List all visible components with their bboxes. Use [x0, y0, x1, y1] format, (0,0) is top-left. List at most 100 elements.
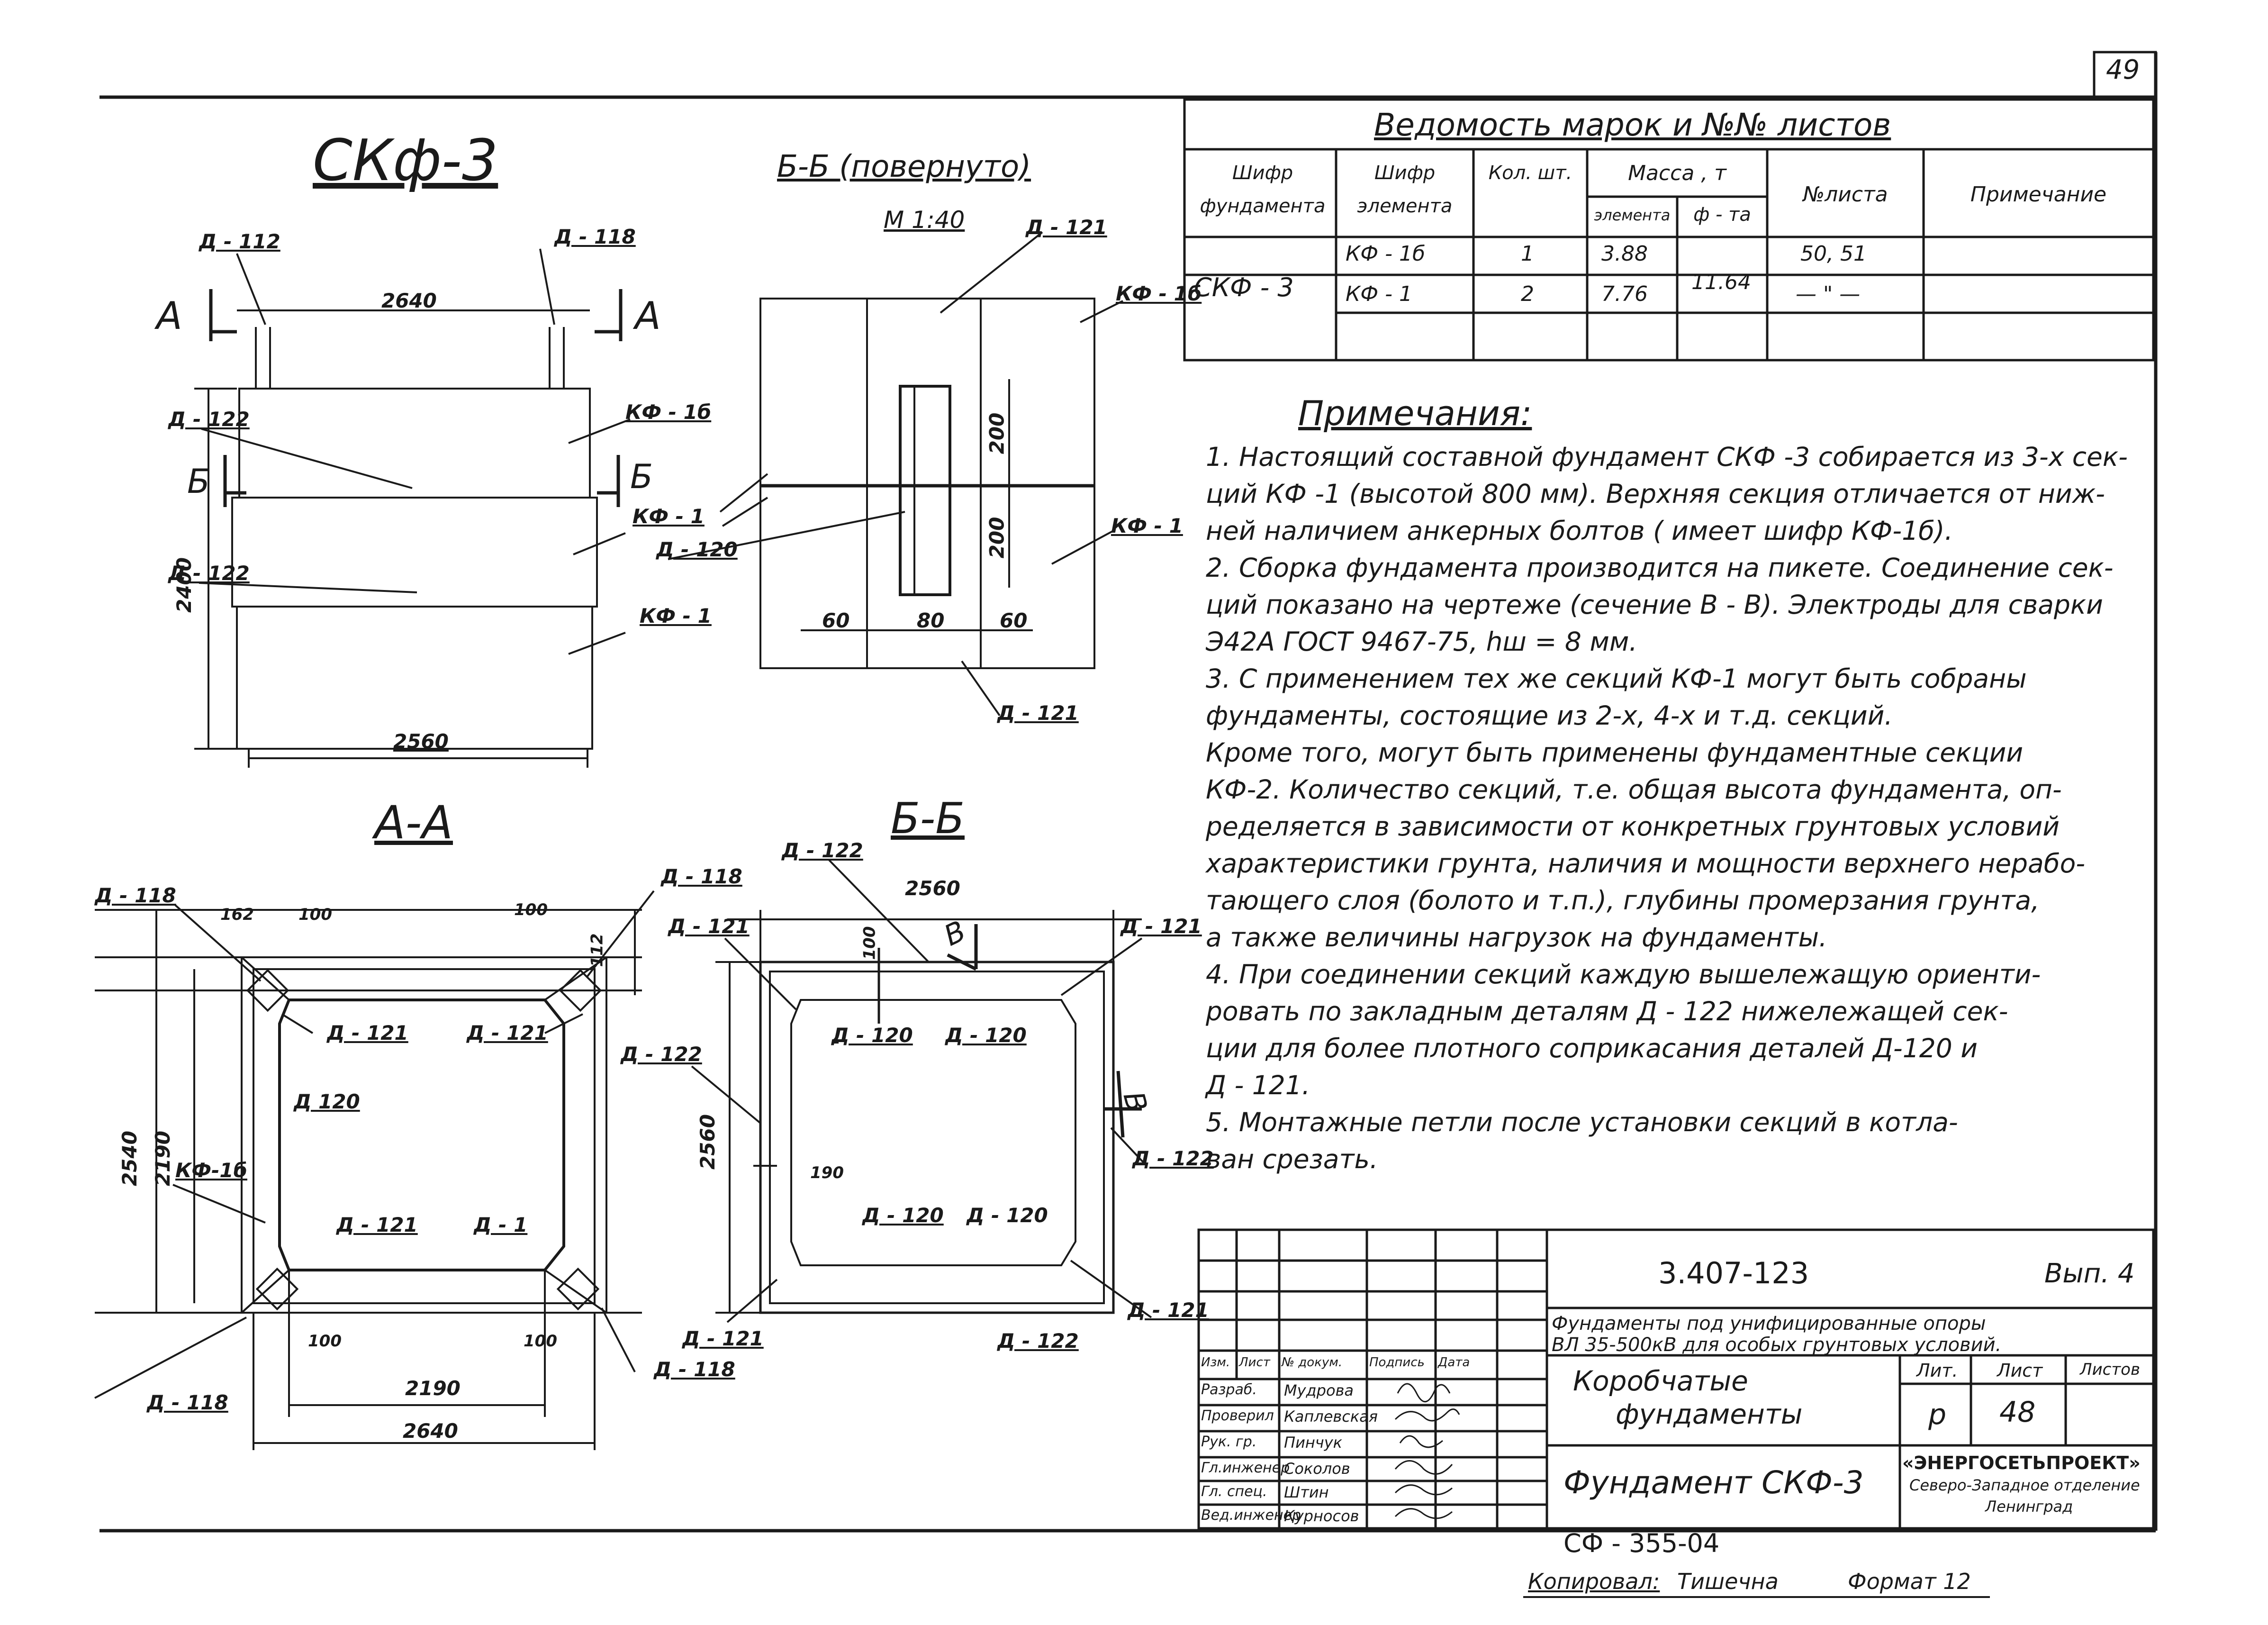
header-sheets: №листа: [1803, 182, 1888, 207]
organization-branch: Северо-Западное отделение: [1909, 1476, 2140, 1494]
row2-qty: 2: [1521, 282, 1534, 306]
bb-plan-title: Б-Б: [891, 794, 965, 844]
note-line: ций показано на чертеже (сечение В - В).…: [1206, 590, 2103, 620]
label-d122-top: Д - 122: [168, 408, 250, 431]
section-bb-view: [668, 231, 1123, 717]
elevation-view: [194, 248, 631, 768]
aa-title: А-А: [374, 796, 453, 849]
bb-dim-2560: 2560: [905, 877, 960, 900]
bb-d121-bl: Д - 121: [682, 1327, 764, 1350]
bb-dim-2560-vertical: 2560: [696, 1114, 719, 1170]
aa-dim-100d: 100: [524, 1332, 557, 1351]
aa-d120: Д 120: [294, 1090, 360, 1113]
note-line: Кроме того, могут быть применены фундаме…: [1206, 737, 2024, 768]
header-mass: Масса , т: [1628, 161, 1726, 185]
section-dim-60a: 60: [822, 609, 850, 632]
section-mark-a-left: А: [156, 294, 182, 338]
sheet-number: 49: [2106, 54, 2140, 85]
note-line: характеристики грунта, наличия и мощност…: [1206, 848, 2086, 879]
label-kf1-a: КФ - 1: [633, 505, 705, 528]
title-block-person: Соколов: [1284, 1460, 1350, 1478]
section-d121-bottom: Д - 121: [997, 701, 1079, 725]
header-qty: Кол. шт.: [1488, 162, 1572, 184]
title-block-person: Каплевская: [1284, 1407, 1378, 1425]
title-block-person: Штин: [1284, 1483, 1329, 1501]
note-line: 2. Сборка фундамента производится на пик…: [1206, 553, 2114, 583]
note-line: КФ-2. Количество секций, т.е. общая высо…: [1206, 774, 2062, 805]
aa-dim-2540: 2540: [117, 1131, 141, 1186]
note-line: ций КФ -1 (высотой 800 мм). Верхняя секц…: [1206, 479, 2105, 509]
section-mark-b-left: Б: [187, 462, 210, 501]
title-block-column-header: Дата: [1438, 1355, 1470, 1370]
dim-2560-elev: 2560: [393, 730, 449, 753]
label-d122-bottom: Д - 122: [168, 562, 250, 585]
title-block-role: Рук. гр.: [1201, 1434, 1257, 1450]
title-block-role: Вед.инженер: [1201, 1507, 1301, 1524]
bb-d121-tr: Д - 121: [1120, 915, 1202, 938]
label-d118: Д - 118: [554, 225, 636, 248]
aa-dim-100a: 100: [298, 905, 332, 924]
title-block-column-header: Подпись: [1369, 1355, 1425, 1370]
title-block-column-header: № докум.: [1282, 1355, 1343, 1370]
bb-d120-1: Д - 120: [831, 1024, 913, 1047]
title-block-role: Разраб.: [1201, 1381, 1257, 1398]
section-kf1b: КФ - 1б: [1116, 282, 1202, 305]
sheet-title-2: фундаменты: [1616, 1398, 1803, 1430]
aa-d118-bl: Д - 118: [147, 1391, 228, 1414]
bb-d121-br: Д - 121: [1128, 1298, 1209, 1322]
bb-d120-2: Д - 120: [945, 1024, 1027, 1047]
section-d120: Д - 120: [656, 538, 738, 561]
aa-dim-162: 162: [220, 905, 254, 924]
mass-total: 11.64: [1691, 270, 1751, 294]
note-line: ределяется в зависимости от конкретных г…: [1206, 811, 2060, 842]
copied-by-name: Тишечна: [1677, 1569, 1779, 1594]
aa-d121-2: Д - 121: [467, 1021, 548, 1044]
aa-dim-2190: 2190: [405, 1377, 461, 1400]
aa-dim-100c: 100: [308, 1332, 342, 1351]
note-line: Д - 121.: [1206, 1070, 1310, 1100]
schedule-foundation-code: СКФ - 3: [1194, 272, 1294, 302]
title-block-person: Пинчук: [1284, 1434, 1342, 1452]
document-code: 3.407-123: [1658, 1256, 1809, 1290]
title-block-person: Мудрова: [1284, 1381, 1354, 1399]
paper-format: Формат 12: [1848, 1569, 1971, 1594]
description-line-2: ВЛ 35-500кВ для особых грунтовых условий…: [1552, 1334, 2002, 1356]
aa-d118-br: Д - 118: [654, 1358, 735, 1381]
note-line: а также величины нагрузок на фундаменты.: [1206, 922, 1827, 953]
notes-heading: Примечания:: [1298, 393, 1532, 433]
section-mark-b-right: Б: [630, 457, 653, 496]
description-line-1: Фундаменты под унифицированные опоры: [1552, 1313, 1986, 1334]
row1-sheets: 50, 51: [1800, 242, 1867, 266]
organization-name: «ЭНЕРГОСЕТЬПРОЕКТ»: [1902, 1453, 2141, 1473]
note-line: ней наличием анкерных болтов ( имеет шиф…: [1206, 516, 1953, 546]
note-line: тающего слоя (болото и т.п.), глубины пр…: [1206, 885, 2040, 916]
organization-city: Ленинград: [1985, 1498, 2073, 1516]
aa-dim-2640: 2640: [403, 1419, 458, 1443]
note-line: 3. С применением тех же секций КФ-1 могу…: [1206, 663, 2027, 694]
aa-dim-100b: 100: [514, 900, 548, 919]
dim-2640-elev: 2640: [381, 289, 437, 312]
schedule-title: Ведомость марок и №№ листов: [1374, 107, 1891, 143]
scale-label: М 1:40: [884, 206, 965, 234]
note-line: 5. Монтажные петли после установки секци…: [1206, 1107, 1958, 1137]
note-line: ровать по закладным деталям Д - 122 ниже…: [1206, 996, 2008, 1026]
bb-d120-4: Д - 120: [967, 1204, 1048, 1227]
bb-d122-bottom: Д - 122: [997, 1329, 1079, 1353]
label-kf1b: КФ - 1б: [625, 400, 712, 424]
bb-d121-tl: Д - 121: [668, 915, 750, 938]
note-line: 4. При соединении секций каждую вышележа…: [1206, 959, 2041, 990]
note-line: ван срезать.: [1206, 1144, 1378, 1174]
dim-2400: 2400: [172, 557, 196, 613]
aa-d121-1: Д - 121: [327, 1021, 408, 1044]
main-view-title: СКф-3: [313, 128, 498, 194]
schedule-table-grid: [1183, 98, 2155, 362]
header-mass-element: элемента: [1594, 206, 1671, 224]
header-note: Примечание: [1970, 182, 2107, 207]
plan-bb-view: [691, 859, 1152, 1323]
bb-dim-190: 190: [810, 1163, 844, 1182]
stage-value: р: [1928, 1398, 1947, 1431]
header-shifr-foundation: Шифр фундамента: [1200, 162, 1326, 217]
header-mass-foundation: ф - та: [1693, 204, 1751, 226]
label-d112: Д - 112: [199, 230, 280, 253]
